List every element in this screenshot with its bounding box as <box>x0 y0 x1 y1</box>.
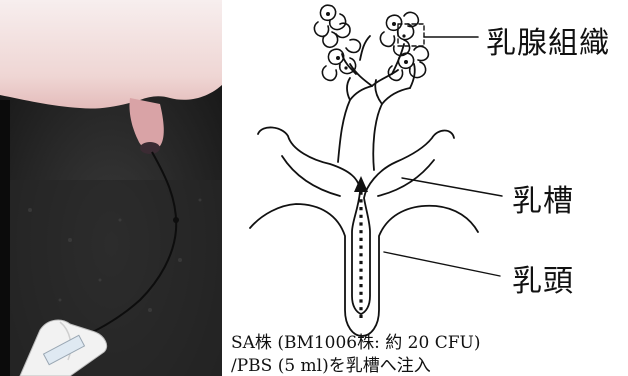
alveolar-clusters <box>314 5 428 80</box>
outer-contour <box>250 204 478 336</box>
label-cistern: 乳槽 <box>512 176 574 220</box>
caption-line-2: /PBS (5 ml)を乳槽へ注入 <box>231 351 431 376</box>
cistern-and-teat-canal <box>258 127 454 314</box>
label-teat: 乳頭 <box>512 256 574 300</box>
label-mammary-tissue: 乳腺組織 <box>486 18 610 62</box>
caption-line-1: SA株 (BM1006株: 約 20 CFU) <box>231 328 480 353</box>
cow-teat-infusion-photo <box>0 0 222 376</box>
